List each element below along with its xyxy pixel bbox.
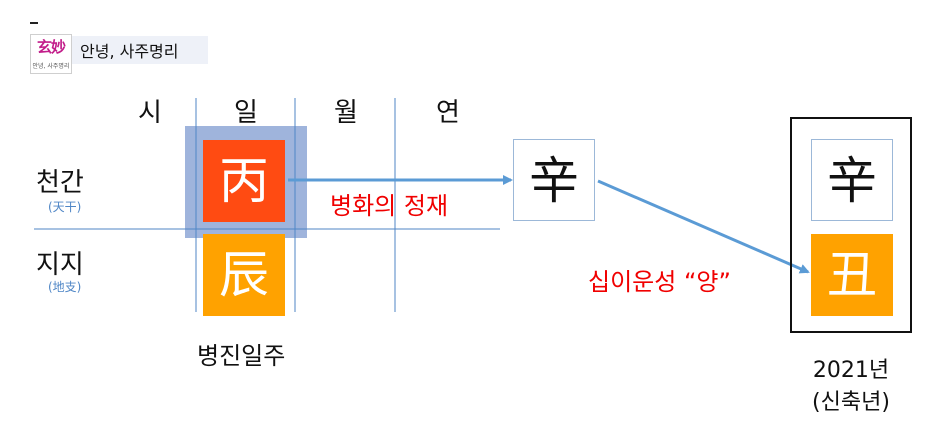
year-branch-cell: 丑 (811, 234, 893, 316)
header-title: 안녕, 사주명리 (80, 42, 179, 61)
logo-sub-text: 안녕, 사주명리 (32, 63, 70, 70)
day-stem-cell: 丙 (203, 140, 285, 222)
logo: 玄妙 안녕, 사주명리 (30, 34, 72, 74)
row-label-branch: 지지 (36, 250, 84, 280)
logo-tick (30, 22, 38, 24)
row-sub-stem: (天干) (48, 200, 82, 214)
column-label-year: 연 (436, 98, 460, 128)
day-pillar-caption: 병진일주 (197, 342, 286, 370)
transit-stem-cell: 辛 (513, 139, 595, 221)
header-bar (72, 36, 208, 64)
row-label-stem: 천간 (36, 168, 84, 198)
logo-main-text: 玄妙 (36, 38, 66, 56)
arrow-label-wealth: 병화의 정재 (330, 192, 449, 220)
row-sub-branch: (地支) (48, 280, 82, 294)
year-name-label: (신축년) (812, 390, 890, 415)
day-branch-cell: 辰 (203, 234, 285, 316)
year-pillar-box (790, 117, 912, 333)
column-label-day: 일 (234, 98, 258, 128)
column-label-hour: 시 (138, 98, 162, 128)
year-stem-cell: 辛 (811, 139, 893, 221)
year-label: 2021년 (812, 358, 890, 383)
arrow-transit-to-branch (597, 179, 810, 274)
arrow-label-twelve-stages: 십이운성 “양” (588, 268, 731, 296)
column-label-month: 월 (334, 98, 358, 128)
